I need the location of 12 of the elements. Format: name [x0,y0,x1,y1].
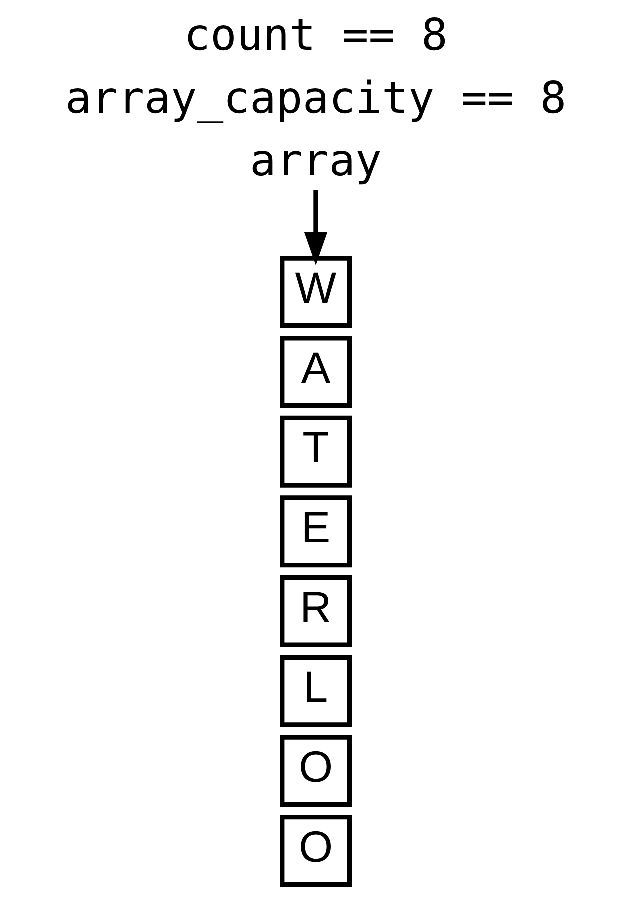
node-text: array [250,135,382,186]
node-box: A [280,336,352,408]
label: array_capacity == 8 [64,72,566,124]
label: count == 8 [184,10,448,62]
node-box: W [280,256,352,328]
node-box: E [280,496,352,568]
node-box: L [280,655,352,728]
node-box: O [280,814,352,887]
node-box: O [280,735,352,808]
arrow [304,190,328,266]
node-box: T [280,416,352,488]
node-box: R [280,576,352,648]
